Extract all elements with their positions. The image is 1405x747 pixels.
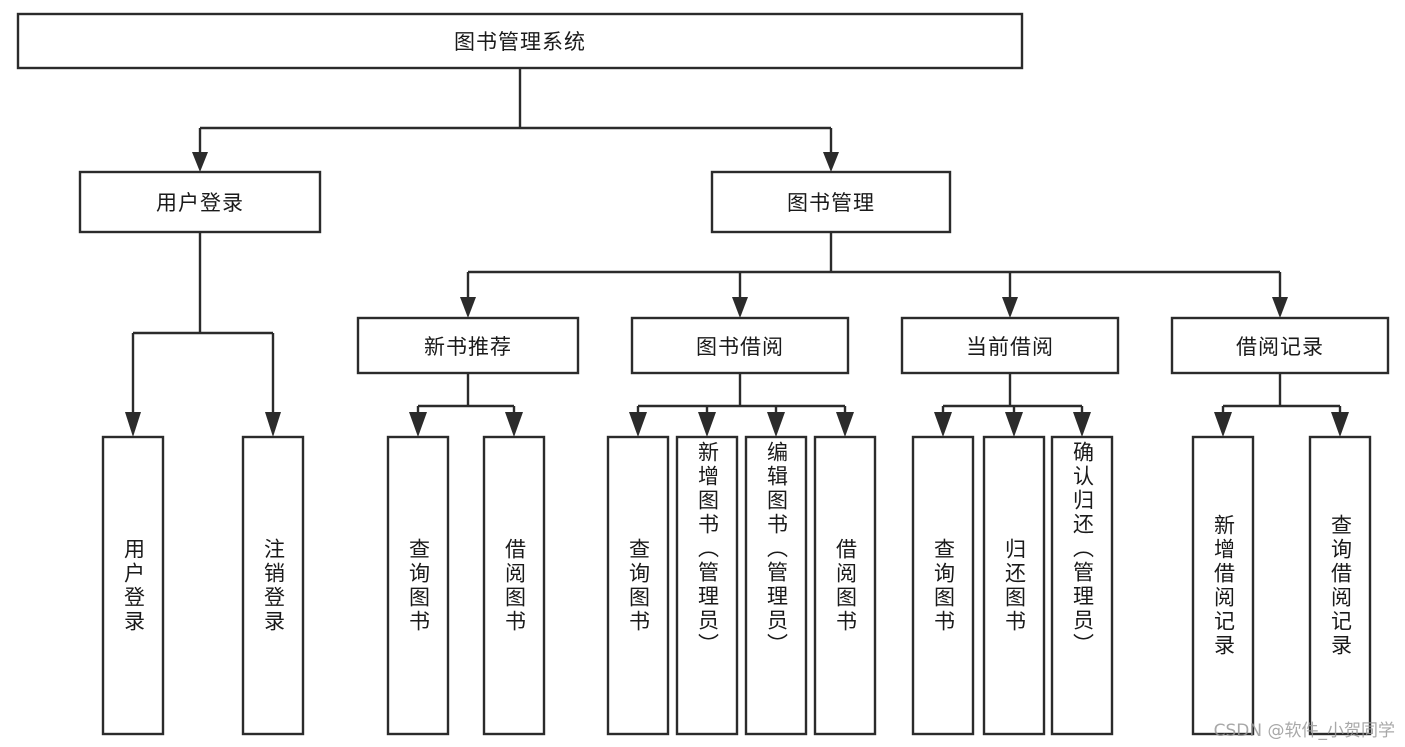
leaf-book-borrow-1-box[interactable] <box>675 435 739 736</box>
arrowhead-current-borrow <box>1002 297 1018 318</box>
arrowhead-book-borrow-leaf-2 <box>767 412 785 437</box>
leaf-current-borrow-0-box[interactable] <box>911 435 975 736</box>
node-borrow-record-box[interactable] <box>1170 316 1390 375</box>
node-root-box[interactable] <box>16 12 1024 70</box>
leaf-borrow-record-0-box[interactable] <box>1191 435 1255 736</box>
arrowhead-user-login-leaf-1 <box>265 412 281 437</box>
leaf-book-borrow-2-box[interactable] <box>744 435 808 736</box>
leaf-user-login-1-box[interactable] <box>241 435 305 736</box>
leaf-current-borrow-1-box[interactable] <box>982 435 1046 736</box>
leaf-borrow-record-1-box[interactable] <box>1308 435 1372 736</box>
node-book-management-box[interactable] <box>710 170 952 234</box>
node-book-borrow-box[interactable] <box>630 316 850 375</box>
leaf-book-borrow-3-box[interactable] <box>813 435 877 736</box>
arrowhead-borrow-record <box>1272 297 1288 318</box>
arrowhead-new-book-recommend <box>460 297 476 318</box>
arrowhead-book-borrow-leaf-0 <box>629 412 647 437</box>
node-user-login-box[interactable] <box>78 170 322 234</box>
arrowhead-book-management <box>823 152 839 172</box>
leaf-current-borrow-2-box[interactable] <box>1050 435 1114 736</box>
arrowhead-book-borrow <box>732 297 748 318</box>
arrowhead-current-borrow-leaf-2 <box>1073 412 1091 437</box>
arrowhead-current-borrow-leaf-0 <box>934 412 952 437</box>
leaf-user-login-0-box[interactable] <box>101 435 165 736</box>
arrowhead-current-borrow-leaf-1 <box>1005 412 1023 437</box>
arrowhead-borrow-record-leaf-1 <box>1331 412 1349 437</box>
arrowhead-user-login-leaf-0 <box>125 412 141 437</box>
arrowhead-book-borrow-leaf-1 <box>698 412 716 437</box>
leaf-new-book-1-box[interactable] <box>482 435 546 736</box>
arrowhead-user-login <box>192 152 208 172</box>
arrowhead-new-book-leaf-1 <box>505 412 523 437</box>
node-current-borrow-box[interactable] <box>900 316 1120 375</box>
arrowhead-book-borrow-leaf-3 <box>836 412 854 437</box>
arrowhead-new-book-leaf-0 <box>409 412 427 437</box>
arrowhead-borrow-record-leaf-0 <box>1214 412 1232 437</box>
leaf-book-borrow-0-box[interactable] <box>606 435 670 736</box>
node-new-book-recommend-box[interactable] <box>356 316 580 375</box>
leaf-new-book-0-box[interactable] <box>386 435 450 736</box>
